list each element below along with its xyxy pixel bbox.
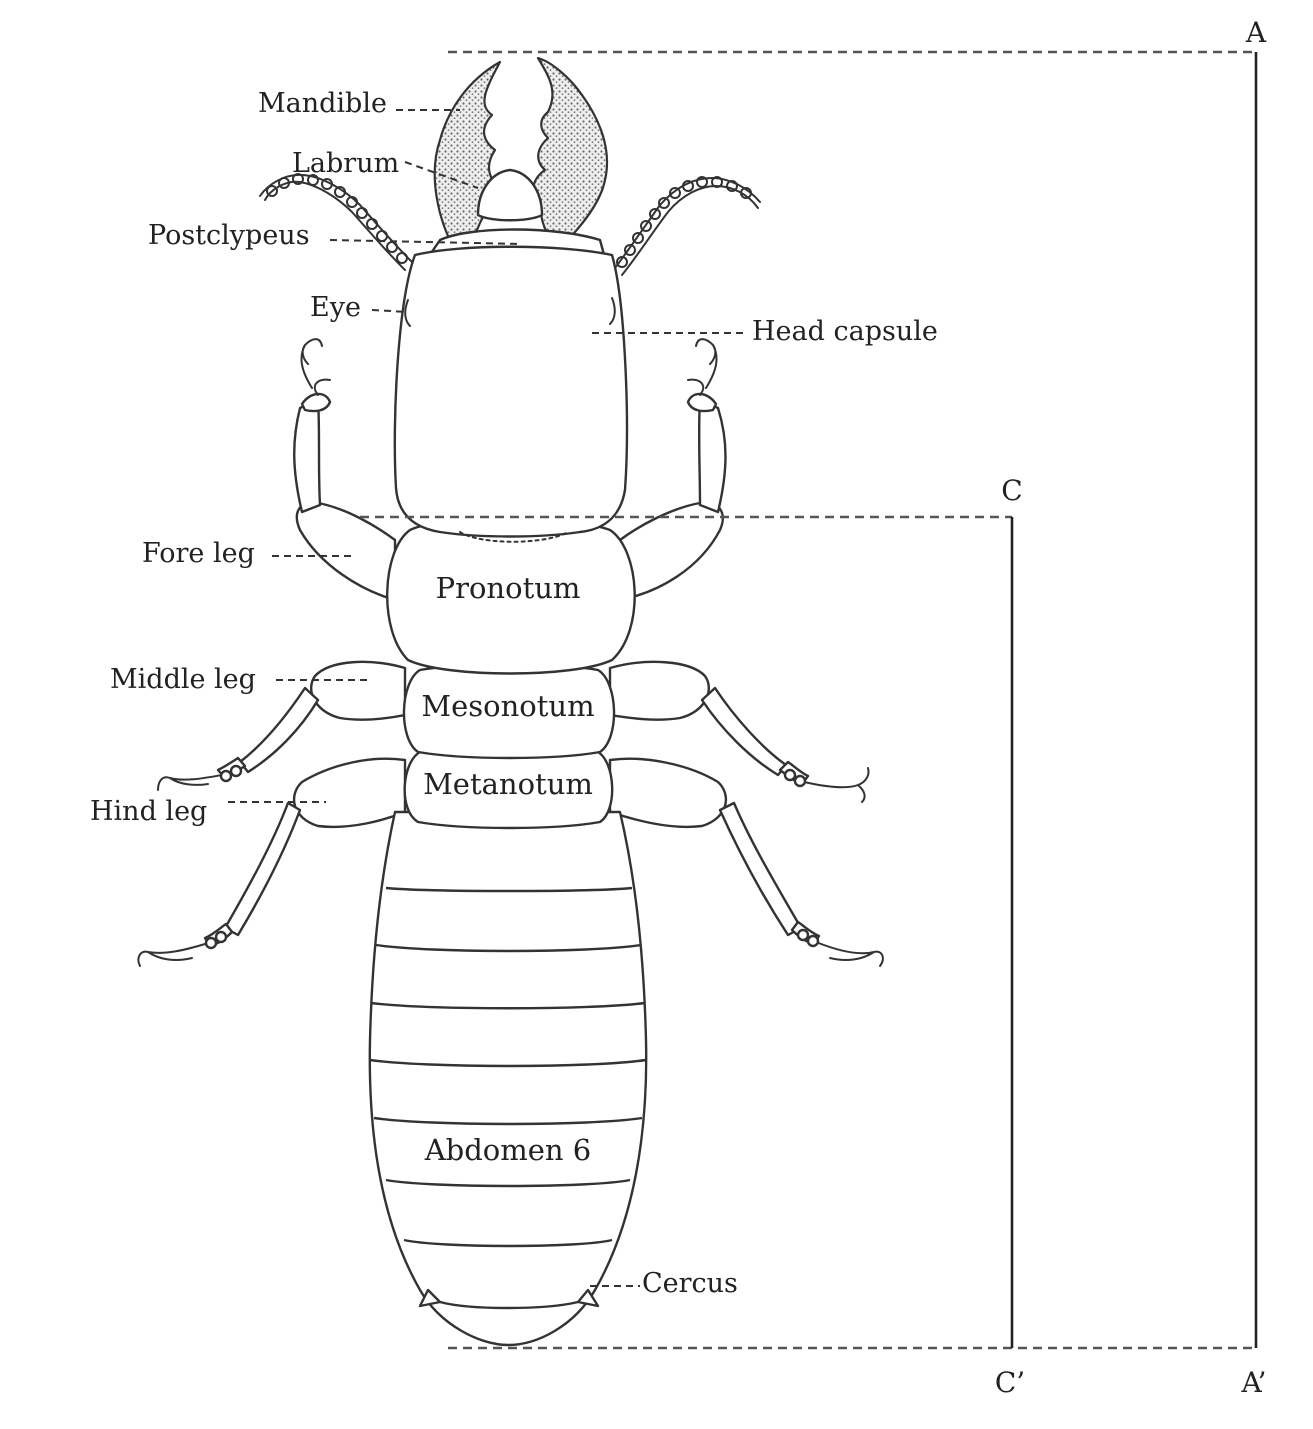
label-head-capsule: Head capsule	[752, 316, 938, 347]
label-cercus: Cercus	[642, 1268, 738, 1299]
fore-leg-left	[293, 338, 397, 602]
label-labrum: Labrum	[292, 148, 399, 179]
dim-c-bottom: C’	[995, 1366, 1025, 1399]
label-mandible: Mandible	[258, 88, 387, 119]
antenna-left	[259, 173, 413, 271]
eye-mark	[404, 299, 411, 327]
dim-a-top: A	[1245, 16, 1267, 49]
mandible-right	[532, 56, 609, 250]
middle-leg-left	[157, 660, 407, 791]
middle-leg-right	[608, 660, 870, 803]
label-pronotum: Pronotum	[436, 571, 581, 605]
label-hind-leg: Hind leg	[90, 796, 207, 827]
mandible-left	[433, 60, 502, 252]
label-fore-leg: Fore leg	[142, 538, 255, 569]
dimension-body-length: C C’	[360, 474, 1025, 1399]
hind-leg-right	[608, 757, 884, 967]
label-middle-leg: Middle leg	[110, 664, 256, 695]
dimension-total-length: A A’	[448, 16, 1267, 1399]
fore-leg-right	[618, 338, 727, 602]
label-eye: Eye	[310, 292, 361, 323]
dim-c-top: C	[1001, 474, 1022, 507]
label-postclypeus: Postclypeus	[148, 220, 310, 251]
label-mesonotum: Mesonotum	[421, 689, 594, 723]
label-abdomen: Abdomen 6	[424, 1133, 592, 1167]
dim-a-bottom: A’	[1240, 1366, 1266, 1399]
head-capsule-shape	[393, 245, 629, 538]
head	[393, 56, 629, 543]
label-metanotum: Metanotum	[423, 767, 593, 801]
abdomen	[368, 810, 648, 1347]
hind-leg-left	[137, 757, 407, 967]
antenna-right	[614, 176, 761, 276]
labrum-shape	[476, 168, 544, 222]
